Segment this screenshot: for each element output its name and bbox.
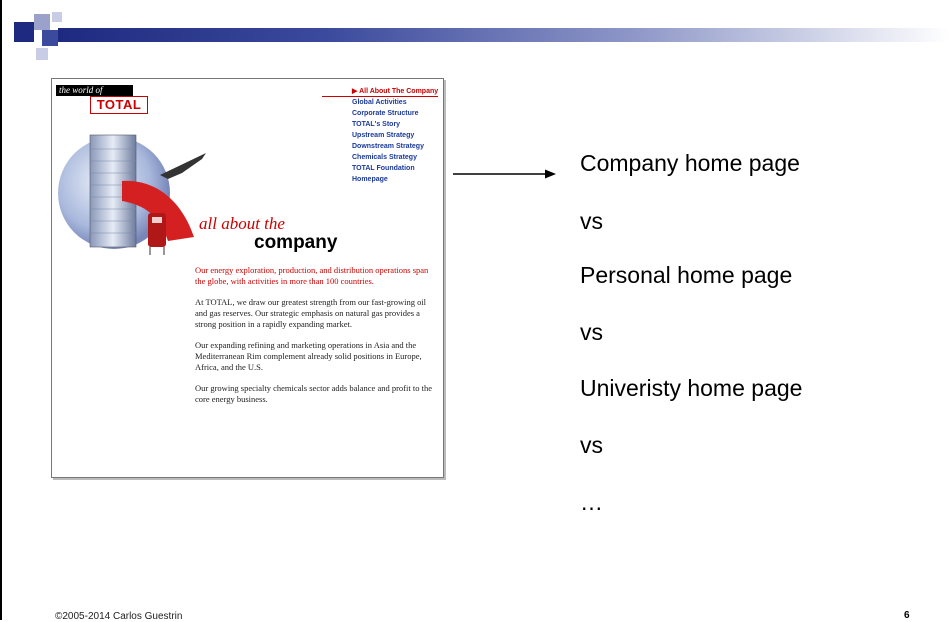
nav-item-total-foundation[interactable]: TOTAL Foundation xyxy=(352,165,415,172)
nav-item-global-activities[interactable]: Global Activities xyxy=(352,99,407,106)
line-vs-1: vs xyxy=(580,208,603,234)
nav-item-upstream-strategy[interactable]: Upstream Strategy xyxy=(352,132,415,139)
tagline-italic: all about the xyxy=(199,214,285,233)
nav-item-downstream-strategy[interactable]: Downstream Strategy xyxy=(352,143,424,150)
slide-left-border xyxy=(0,0,2,620)
line-vs-3: vs xyxy=(580,432,603,458)
title-gradient-bar xyxy=(58,28,950,42)
company-homepage-screenshot: the world of TOTAL ▶ All About The Compa… xyxy=(52,79,443,477)
line-ellipsis: … xyxy=(580,489,603,515)
pointer-arrow xyxy=(453,169,556,179)
nav-item-all-about[interactable]: ▶ All About The Company xyxy=(352,88,439,95)
paragraph-1: Our energy exploration, production, and … xyxy=(195,265,429,286)
paragraph-2: At TOTAL, we draw our greatest strength … xyxy=(195,297,427,329)
corner-square-2 xyxy=(34,14,50,30)
line-personal-home-page: Personal home page xyxy=(580,262,793,288)
nav-item-totals-story[interactable]: TOTAL's Story xyxy=(352,121,401,128)
corner-square-5 xyxy=(36,48,48,60)
paragraph-4: Our growing specialty chemicals sector a… xyxy=(195,383,432,404)
intro-paragraphs: Our energy exploration, production, and … xyxy=(195,265,437,415)
nav-item-homepage[interactable]: Homepage xyxy=(352,176,388,183)
site-nav: ▶ All About The Company Global Activitie… xyxy=(352,86,440,185)
line-company-home-page: Company home page xyxy=(580,150,800,176)
nav-item-chemicals-strategy[interactable]: Chemicals Strategy xyxy=(352,154,417,161)
line-university-home-page: Univeristy home page xyxy=(580,375,803,401)
footer-copyright: ©2005-2014 Carlos Guestrin xyxy=(55,611,183,622)
corporate-illustration xyxy=(58,134,206,255)
red-sail-shape xyxy=(122,180,194,241)
jet-shape xyxy=(160,153,206,179)
corner-square-1 xyxy=(14,22,34,42)
nav-item-corporate-structure[interactable]: Corporate Structure xyxy=(352,110,419,117)
corner-square-3 xyxy=(42,30,58,46)
nav-divider xyxy=(322,96,438,97)
line-vs-2: vs xyxy=(580,319,603,345)
corner-square-4 xyxy=(52,12,62,22)
total-logo: TOTAL xyxy=(90,96,148,114)
tagline-bold: company xyxy=(254,232,338,253)
world-of-banner: the world of xyxy=(56,85,133,96)
page-number: 6 xyxy=(904,610,910,621)
paragraph-3: Our expanding refining and marketing ope… xyxy=(195,340,422,372)
